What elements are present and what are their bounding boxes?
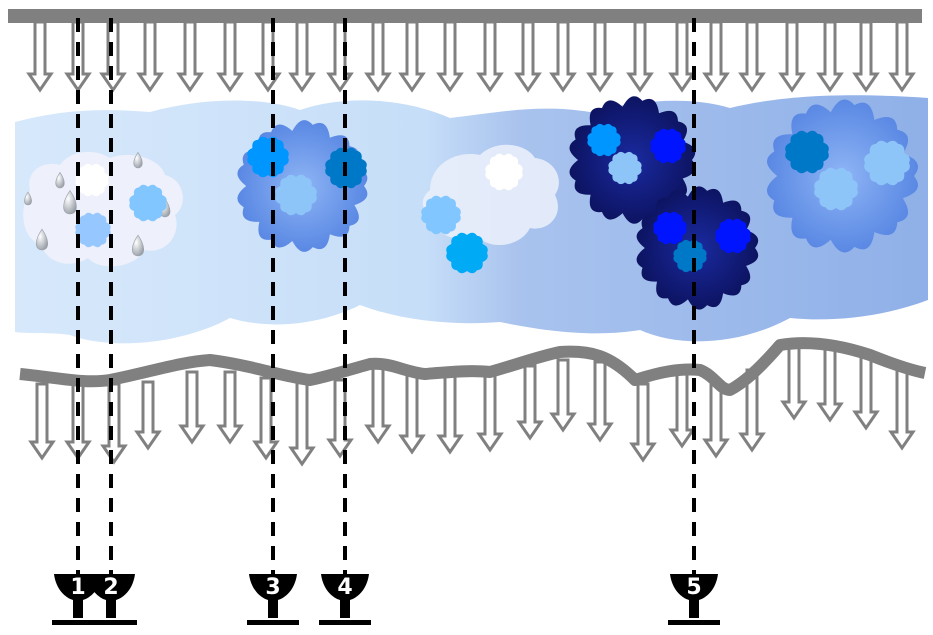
gauge-label: 4 xyxy=(337,575,352,600)
down-arrow-icon xyxy=(549,20,577,93)
down-arrow-icon xyxy=(549,358,577,433)
ground-line xyxy=(19,337,927,396)
top-bar xyxy=(8,9,922,23)
down-arrow-icon xyxy=(738,20,766,93)
down-arrow-icon xyxy=(26,20,54,93)
raindrop-icon xyxy=(132,234,144,257)
down-arrow-icon xyxy=(364,366,392,445)
down-arrow-icon xyxy=(702,20,730,93)
down-arrow-icon xyxy=(852,350,880,431)
rain-gauge-4: 4 xyxy=(319,574,371,625)
down-arrow-icon xyxy=(100,382,128,465)
rain-gauge-1: 1 xyxy=(52,574,104,625)
rain-gauge-icon xyxy=(319,574,371,625)
down-arrow-icon xyxy=(134,380,162,451)
down-arrow-icon xyxy=(254,20,282,93)
down-arrow-icon xyxy=(288,380,316,467)
gauge-label: 2 xyxy=(103,575,118,600)
raindrop-icon xyxy=(24,191,32,206)
down-arrow-icon xyxy=(668,20,696,93)
down-arrow-icon xyxy=(178,370,206,445)
down-arrow-icon xyxy=(888,20,916,93)
down-arrow-icon xyxy=(816,20,844,93)
down-arrow-icon xyxy=(629,382,657,463)
cloud-cell-royal xyxy=(715,218,751,254)
gauge-label: 1 xyxy=(70,575,85,600)
down-arrow-icon xyxy=(436,20,464,93)
cloud-cell-light xyxy=(129,184,167,222)
rain-gauge-2: 2 xyxy=(85,574,137,625)
down-arrow-icon xyxy=(216,20,244,93)
cloud-cell-white xyxy=(75,163,109,197)
down-arrow-icon xyxy=(626,20,654,93)
cloud-cell-light xyxy=(421,195,461,235)
rain-gauge-icon xyxy=(668,574,720,625)
down-arrow-icon xyxy=(326,20,354,93)
cloud-cell-dark xyxy=(673,239,707,273)
down-arrow-icon xyxy=(398,20,426,93)
rain-gauge-icon xyxy=(85,574,137,625)
down-arrow-icon xyxy=(364,20,392,93)
rain-gauge-3: 3 xyxy=(247,574,299,625)
cloud-cell-royal xyxy=(650,128,686,164)
storm-cells xyxy=(24,96,918,310)
cloud-cell-light xyxy=(814,167,858,211)
cloud-cell-bright xyxy=(247,136,289,178)
cloud-cell-light xyxy=(275,174,317,216)
raindrop-icon xyxy=(36,228,48,251)
raindrop-icon xyxy=(63,190,77,215)
rain-gauge-5: 5 xyxy=(668,574,720,625)
down-arrow-icon xyxy=(436,372,464,455)
down-arrow-icon xyxy=(738,368,766,453)
down-arrow-icon xyxy=(476,372,504,453)
cloud-cell-light xyxy=(864,140,910,186)
down-arrow-icon xyxy=(668,370,696,449)
down-arrow-icon xyxy=(852,20,880,93)
cloud-cell-bright xyxy=(587,123,621,157)
down-arrow-icon xyxy=(326,378,354,459)
down-arrow-icon xyxy=(586,20,614,93)
rain-gauge-icon xyxy=(52,574,104,625)
down-arrow-icon xyxy=(288,20,316,93)
down-arrow-icon xyxy=(778,20,806,93)
gauge-lines xyxy=(76,18,696,578)
down-arrow-icon xyxy=(398,370,426,455)
down-arrow-icon xyxy=(586,360,614,443)
down-arrow-icon xyxy=(888,364,916,451)
cloud-cell-dark xyxy=(785,130,829,174)
gauge-label: 3 xyxy=(265,575,280,600)
rain-gauge-icon xyxy=(247,574,299,625)
down-arrow-icon xyxy=(216,370,244,445)
down-arrow-icon xyxy=(64,382,92,461)
cloud-cell-bright xyxy=(446,232,488,274)
down-arrow-icon xyxy=(176,20,204,93)
down-arrow-icon xyxy=(476,20,504,93)
gauge-label: 5 xyxy=(686,575,701,600)
raindrop-icon xyxy=(55,171,65,189)
top-arrows xyxy=(26,20,916,93)
down-arrow-icon xyxy=(816,343,844,423)
down-arrow-icon xyxy=(514,20,542,93)
down-arrow-icon xyxy=(136,20,164,93)
cloud-cell-royal xyxy=(653,211,687,245)
down-arrow-icon xyxy=(702,382,730,459)
down-arrow-icon xyxy=(28,382,56,461)
down-arrow-icon xyxy=(516,364,544,441)
down-arrow-icon xyxy=(780,343,808,421)
raindrop-icon xyxy=(133,151,143,169)
cloud-cell-light xyxy=(608,151,642,185)
cloud-cell-white xyxy=(485,153,523,191)
cloud-cell-light xyxy=(75,212,111,248)
